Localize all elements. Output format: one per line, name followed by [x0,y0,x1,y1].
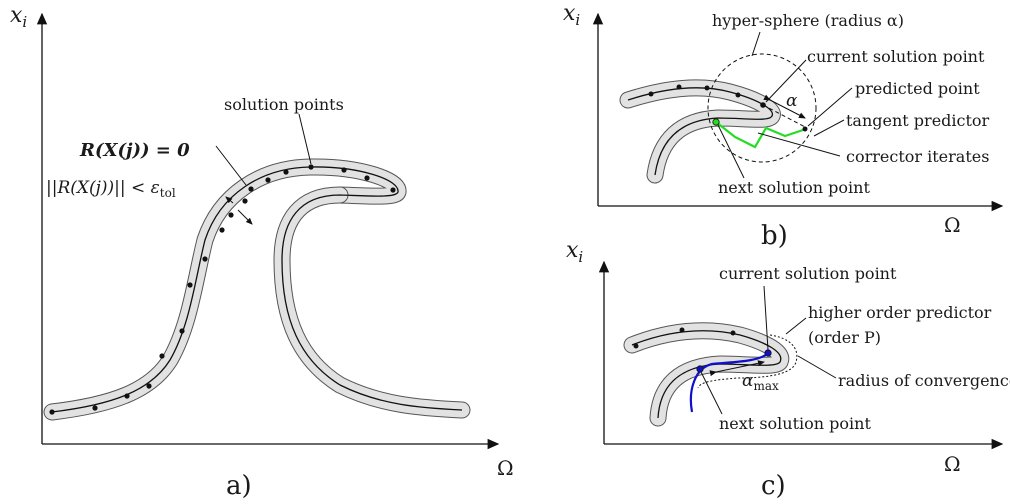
panel-c-current-point-leader [763,285,769,351]
panel-c-solution-curve [631,330,782,419]
current-solution-point [760,102,766,108]
solution-point [265,177,271,183]
solution-point [676,84,682,90]
panel-c-next-point-label: next solution point [719,414,871,433]
panel-b-predicted-point-label: predicted point [855,79,980,98]
panel-b-corrector-leader [757,132,841,157]
solution-point [228,212,234,218]
solution-point [633,343,639,349]
panel-b-next-point-leader [717,124,745,179]
solution-point [735,92,741,98]
panel-a-tolerance-arrow [225,196,234,204]
panel-c-radius-leader [797,355,837,379]
panel-b-current-point-label: current solution point [807,47,985,66]
panel-a-x-axis-label: Ω [497,456,514,480]
solution-point [92,405,98,411]
panel-b-tag: b) [761,221,788,251]
panel-c-radius-of-convergence [697,334,798,389]
solution-point [679,327,685,333]
solution-point [248,186,254,192]
panel-c-alpha-max-dimension [709,360,765,377]
panel-a-residual-leader [215,145,247,186]
panel-b-hypersphere-leader [751,31,761,57]
panel-a-solution-points-label: solution points [224,95,344,114]
panel-c-x-axis-label: Ω [944,452,961,476]
panel-c-order-label: (order P) [808,328,881,347]
panel-b-tangent-predictor-label: tangent predictor [846,111,990,130]
solution-point [704,85,710,91]
panel-b-hypersphere-label: hyper-sphere (radius α) [712,11,904,30]
panel-b-points [648,84,808,132]
panel-c-y-axis-label: xi [566,238,583,266]
solution-point [219,227,225,233]
next-solution-point [696,365,704,373]
panel-b: xi Ω b) hyper-sphere (radius α) current … [563,1,1004,251]
panel-a-residual-equation: R(X(j)) = 0 [79,140,190,161]
panel-a-tolerance-arrow-2 [237,209,253,225]
solution-point [187,282,193,288]
panel-c-next-point-leader [700,371,723,415]
panel-a-solution-points [49,164,396,415]
solution-point [308,164,314,170]
solution-point [49,409,55,415]
panel-a-y-axis-label: xi [10,3,27,31]
panel-c-higher-order-leader [785,317,807,335]
panel-b-tangent-predictor-leader [813,119,845,137]
predicted-point [802,126,808,132]
panel-a-tag: a) [226,471,252,501]
panel-b-corrector-iterates [715,121,804,149]
panel-c-tag: c) [761,471,786,501]
panel-c-higher-order-label: higher order predictor [808,303,992,322]
panel-b-predicted-point-leader [807,87,853,127]
panel-a-residual-norm: ||R(X(j))|| < εtol [46,178,176,200]
panel-c-alpha-max-label: αmax [742,371,779,393]
panel-b-alpha-label: α [786,91,798,111]
panel-a-solution-curve [51,166,463,413]
solution-point [146,383,152,389]
panel-c-current-point-label: current solution point [719,264,897,283]
panel-a: xi Ω a) solution points R(X(j)) = 0 ||R(… [10,3,514,501]
panel-b-corrector-iterates-label: corrector iterates [846,147,989,166]
panel-b-current-point-leader [765,59,807,103]
panel-a-right-band [274,187,470,418]
panel-b-next-point-label: next solution point [718,178,870,197]
solution-point [179,328,185,334]
panel-c-radius-label: radius of convergence [838,371,1010,390]
current-solution-point [764,349,772,357]
panel-b-alpha-dimension [763,94,806,119]
panel-c: xi Ω c) current solution point higher or… [566,238,1010,501]
solution-point [364,175,370,181]
solution-point [242,198,248,204]
panel-a-solution-points-leader [298,113,312,165]
solution-point [390,187,396,193]
panel-c-band [624,323,789,426]
solution-point [283,169,289,175]
panel-b-hypersphere [707,53,817,163]
solution-point [124,393,130,399]
solution-point [341,167,347,173]
solution-point [202,256,208,262]
solution-point [159,353,165,359]
panel-b-y-axis-label: xi [563,1,580,29]
panel-a-right-band-outline [273,186,471,419]
solution-point [730,330,736,336]
panel-c-points [633,327,772,373]
panel-b-x-axis-label: Ω [944,213,961,237]
solution-point [648,91,654,97]
next-solution-point [712,118,720,126]
